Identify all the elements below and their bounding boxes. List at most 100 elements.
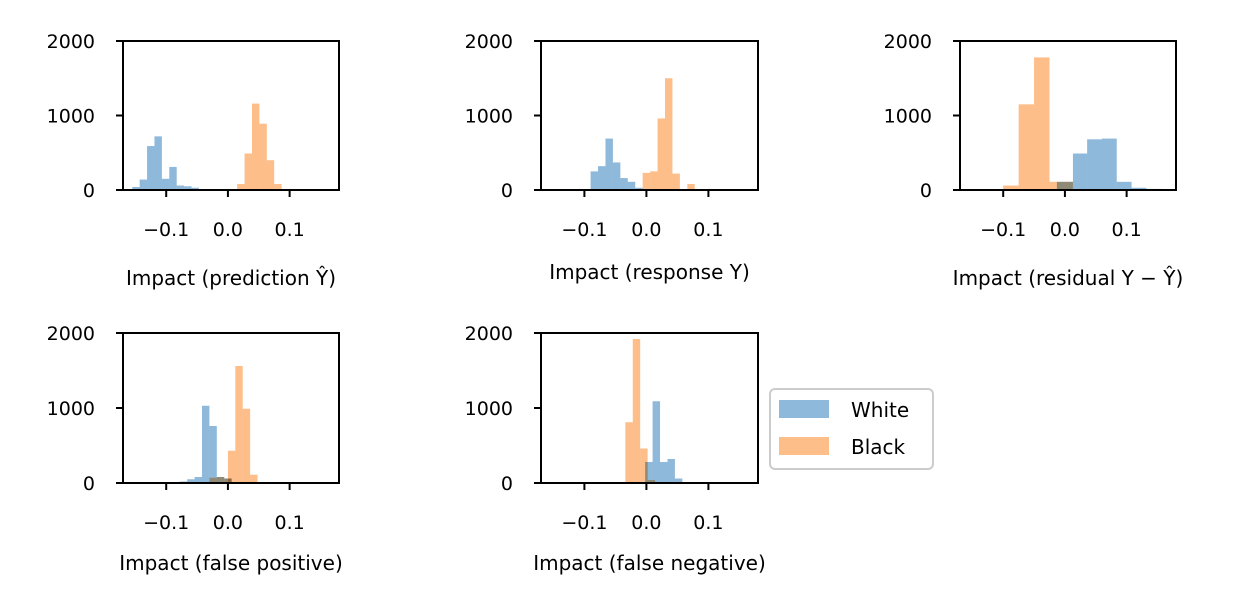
y-tick-label: 1000 bbox=[47, 398, 95, 420]
bar-white bbox=[201, 405, 210, 483]
bar-white bbox=[147, 146, 155, 190]
bar-white bbox=[598, 166, 606, 190]
bar-white bbox=[620, 178, 628, 190]
bar-black bbox=[632, 339, 641, 483]
y-tick-label: 2000 bbox=[884, 31, 932, 53]
x-axis-label: Impact (false negative) bbox=[533, 551, 766, 575]
bar-black bbox=[657, 118, 665, 190]
y-tick-label: 1000 bbox=[884, 106, 932, 128]
legend-label-black: Black bbox=[851, 435, 906, 459]
bar-white bbox=[645, 462, 653, 483]
bar-white bbox=[161, 178, 170, 190]
y-tick-label: 1000 bbox=[47, 106, 95, 128]
y-tick-label: 2000 bbox=[47, 31, 95, 53]
x-tick-label: 0.0 bbox=[631, 219, 661, 241]
x-tick-label: 0.1 bbox=[693, 219, 723, 241]
bar-black bbox=[266, 160, 275, 190]
bar-black bbox=[274, 184, 282, 190]
x-tick-label: 0.1 bbox=[275, 512, 305, 534]
y-tick-label: 2000 bbox=[47, 323, 95, 345]
y-tick-label: 2000 bbox=[465, 323, 513, 345]
legend-swatch-white bbox=[779, 400, 829, 418]
x-axis-label: Impact (false positive) bbox=[119, 551, 343, 575]
bar-white bbox=[184, 186, 192, 190]
x-tick-label: 0.1 bbox=[693, 512, 723, 534]
bar-black bbox=[235, 366, 243, 483]
x-tick-label: −0.1 bbox=[561, 219, 607, 241]
bar-white bbox=[627, 181, 636, 190]
x-tick-label: −0.1 bbox=[143, 512, 189, 534]
bar-black bbox=[216, 477, 225, 483]
bar-white bbox=[660, 462, 668, 483]
bar-black bbox=[625, 422, 633, 483]
x-tick-label: 0.1 bbox=[1112, 219, 1142, 241]
x-tick-label: 0.0 bbox=[213, 512, 243, 534]
y-tick-label: 0 bbox=[501, 473, 513, 495]
bar-black bbox=[259, 123, 267, 190]
bar-black bbox=[1018, 104, 1035, 190]
bar-white bbox=[667, 459, 675, 483]
legend: White Black bbox=[769, 388, 934, 470]
bar-white bbox=[652, 401, 661, 483]
bar-black bbox=[244, 153, 252, 190]
bar-white bbox=[1131, 187, 1147, 190]
bar-black bbox=[1003, 185, 1019, 190]
bar-black bbox=[209, 477, 217, 483]
bar-black bbox=[237, 184, 245, 190]
legend-swatch-black bbox=[779, 437, 829, 455]
y-tick-label: 0 bbox=[920, 180, 932, 202]
bar-black bbox=[227, 450, 236, 483]
bar-white bbox=[1101, 138, 1117, 190]
bar-black bbox=[1049, 181, 1065, 190]
bar-white bbox=[132, 187, 140, 190]
x-tick-label: −0.1 bbox=[143, 219, 189, 241]
y-tick-label: 0 bbox=[83, 473, 95, 495]
bar-black bbox=[1034, 57, 1050, 190]
bar-black bbox=[687, 184, 695, 190]
x-axis-label: Impact (prediction Ŷ) bbox=[126, 266, 336, 290]
axes-frame bbox=[959, 40, 1177, 191]
x-tick-label: 0.1 bbox=[275, 219, 305, 241]
bar-white bbox=[139, 179, 148, 190]
bar-black bbox=[672, 173, 680, 190]
y-tick-label: 0 bbox=[501, 180, 513, 202]
bar-black bbox=[250, 474, 258, 483]
bar-black bbox=[647, 480, 656, 483]
x-tick-label: 0.0 bbox=[213, 219, 243, 241]
bar-white bbox=[605, 138, 613, 190]
x-tick-label: 0.0 bbox=[1050, 219, 1080, 241]
bar-white bbox=[612, 162, 621, 190]
bar-white bbox=[1072, 153, 1088, 190]
bar-black bbox=[640, 448, 648, 483]
bar-white bbox=[194, 477, 202, 483]
bar-black bbox=[242, 408, 251, 483]
bar-black bbox=[650, 171, 658, 191]
y-tick-label: 1000 bbox=[465, 106, 513, 128]
bar-black bbox=[665, 78, 673, 190]
bar-white bbox=[1116, 181, 1132, 190]
bar-black bbox=[642, 172, 651, 190]
bar-white bbox=[191, 187, 199, 190]
bar-black bbox=[251, 103, 260, 190]
bar-white bbox=[154, 136, 162, 190]
y-tick-label: 1000 bbox=[465, 398, 513, 420]
bar-white bbox=[187, 479, 195, 483]
bar-white bbox=[674, 478, 683, 483]
y-tick-label: 2000 bbox=[465, 31, 513, 53]
x-tick-label: −0.1 bbox=[980, 219, 1026, 241]
legend-label-white: White bbox=[851, 398, 909, 422]
x-tick-label: 0.0 bbox=[631, 512, 661, 534]
y-tick-label: 0 bbox=[83, 180, 95, 202]
axes-frame bbox=[540, 332, 759, 484]
bar-white bbox=[169, 166, 177, 190]
x-tick-label: −0.1 bbox=[561, 512, 607, 534]
bar-black bbox=[1064, 181, 1073, 190]
x-axis-label: Impact (residual Y − Ŷ) bbox=[953, 266, 1184, 290]
x-axis-label: Impact (response Y) bbox=[549, 260, 750, 284]
